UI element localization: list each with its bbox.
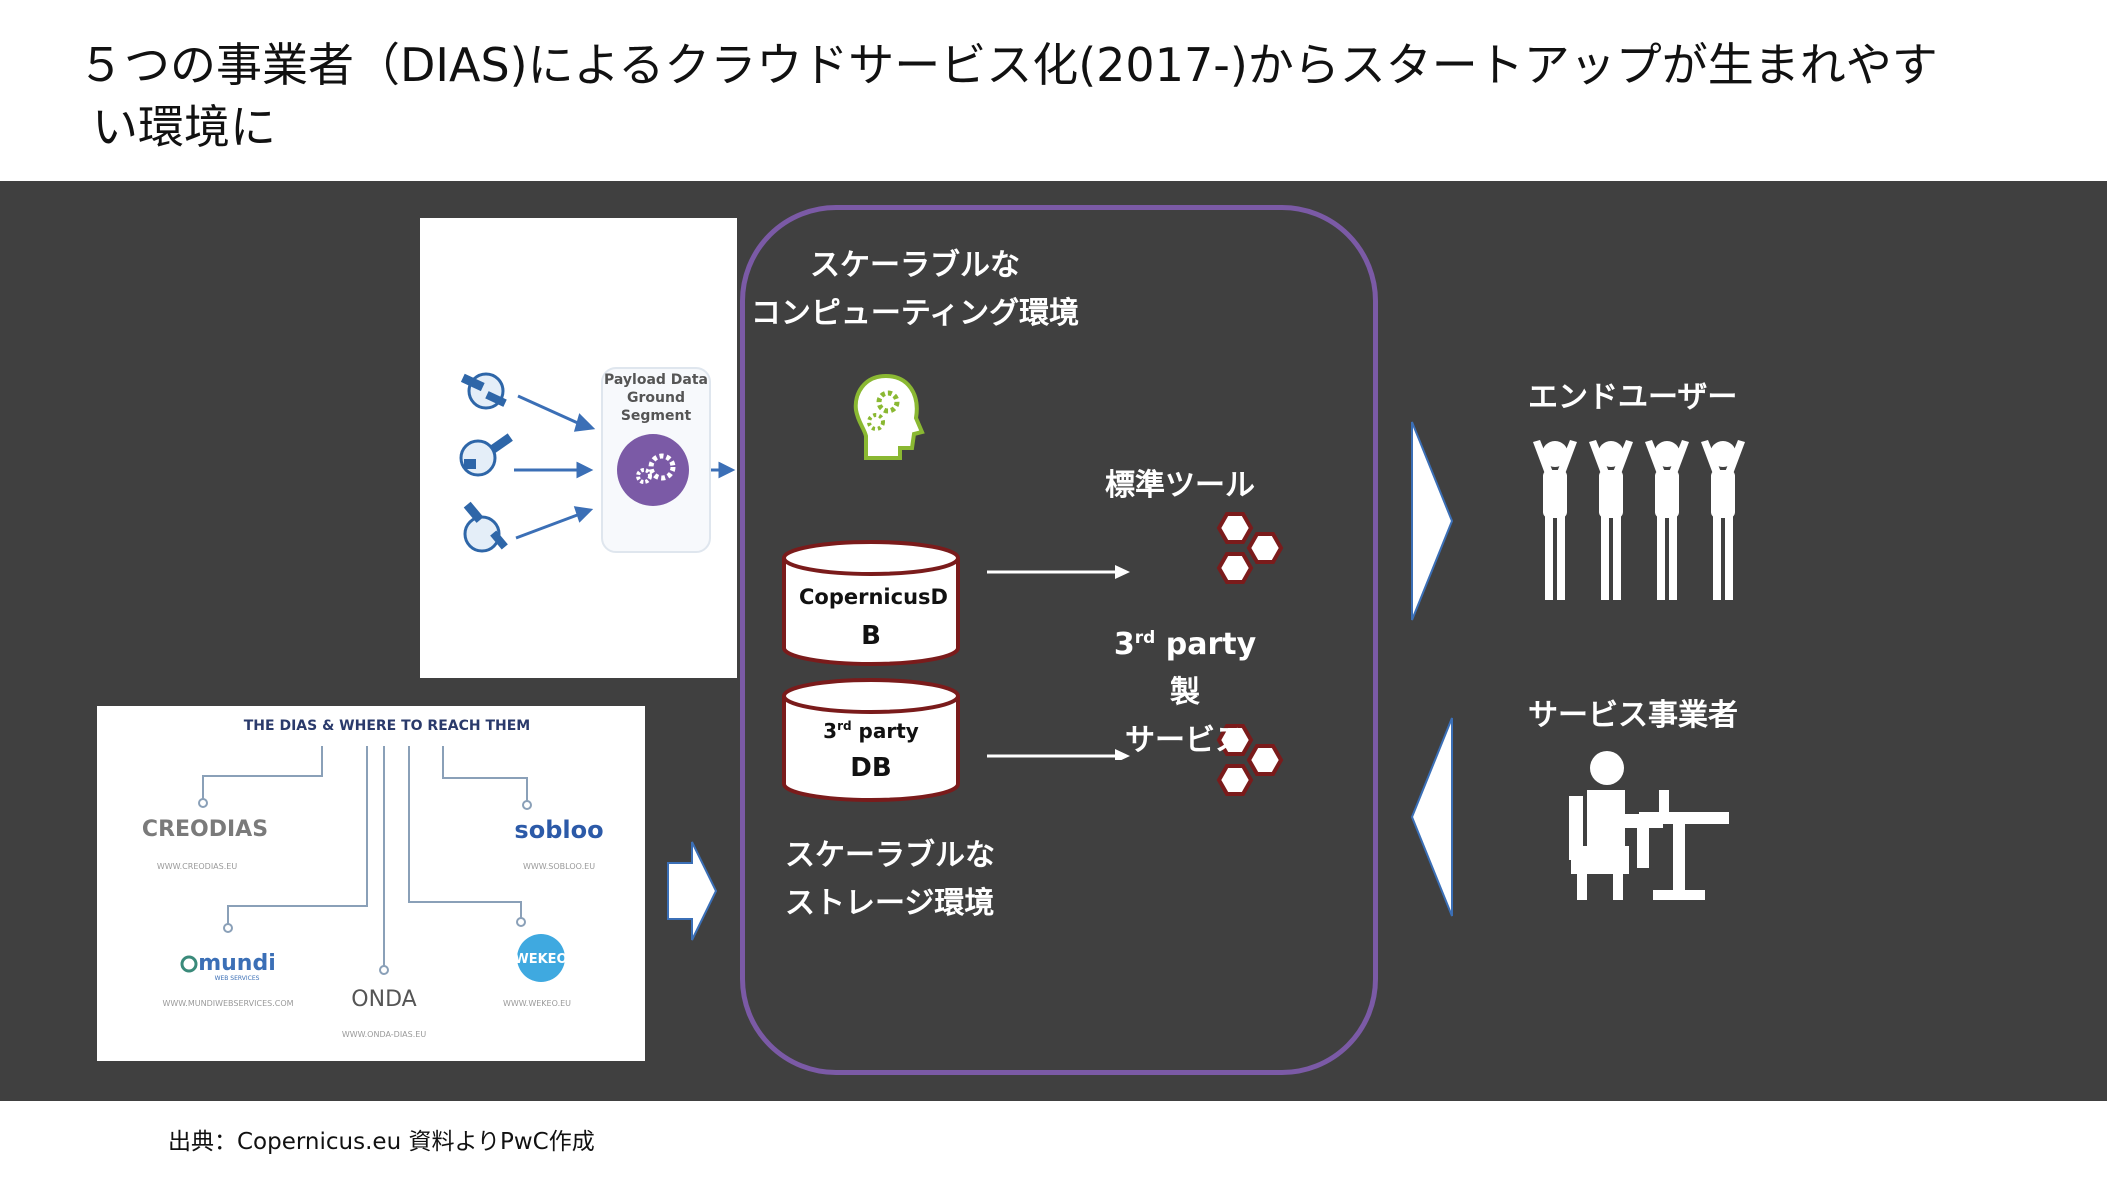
- people-group-icon: [1533, 440, 1745, 600]
- copernicus-db-label-2: B: [861, 621, 881, 651]
- mundi-logo-mark: [180, 955, 198, 973]
- hexagon-cluster-icon: [1216, 724, 1284, 796]
- onda-logo: ONDA: [351, 987, 416, 1012]
- db-arrows: [987, 565, 1130, 760]
- wekeo-url: WWW.WEKEO.EU: [503, 999, 571, 1008]
- wekeo-logo: WEKEO: [514, 952, 567, 967]
- third-party-service-line-2: サービス: [1125, 723, 1245, 758]
- gears-icon: [617, 434, 689, 506]
- third-party-db-cylinder: 3rd party DB: [782, 678, 960, 802]
- sobloo-logo: sobloo: [514, 816, 603, 844]
- title-line-1: ５つの事業者（DIAS)によるクラウドサービス化(2017-)からスタートアップ…: [78, 38, 1938, 92]
- mundi-url: WWW.MUNDIWEBSERVICES.COM: [162, 999, 293, 1008]
- dias-connector-dots: [198, 798, 532, 975]
- compute-environment-label: スケーラブルな コンピューティング環境: [745, 242, 1085, 338]
- source-citation: 出典：Copernicus.eu 資料よりPwC作成: [168, 1129, 595, 1155]
- mundi-logo-sub: WEB SERVICES: [215, 975, 260, 982]
- satellite-icon: [459, 433, 513, 477]
- ground-segment-label-2: Ground: [627, 390, 685, 406]
- ground-segment-diagram: Payload Data Ground Segment: [459, 367, 736, 553]
- satellite-icon: [460, 372, 507, 410]
- right-arrow-icon: [987, 749, 1130, 760]
- compute-label-line-2: コンピューティング環境: [750, 296, 1080, 331]
- brain-gears-icon: [853, 373, 925, 460]
- third-party-db-label-1: 3rd party: [823, 719, 919, 743]
- copernicus-db-label-1: CopernicusD: [799, 585, 948, 609]
- dias-card: THE DIAS & WHERE TO REACH THEM CREODIAS …: [97, 706, 645, 1061]
- mundi-logo: mundi: [198, 951, 276, 976]
- right-arrow-icon: [667, 841, 718, 941]
- wekeo-logo-disc: [517, 934, 565, 982]
- storage-label-line-1: スケーラブルな: [785, 838, 995, 873]
- creodias-url: WWW.CREODIAS.EU: [157, 862, 238, 871]
- ground-segment-label-1: Payload Data: [604, 372, 708, 388]
- third-party-db-label-2: DB: [850, 753, 891, 783]
- standard-tools-label: 標準ツール: [1105, 468, 1255, 503]
- storage-label-line-2: ストレージ環境: [785, 886, 995, 921]
- chevron-right-icon: [1411, 421, 1454, 621]
- onda-url: WWW.ONDA-DIAS.EU: [342, 1030, 427, 1039]
- hexagon-cluster-icon: [1216, 512, 1284, 584]
- right-arrow-icon: [987, 565, 1130, 579]
- satellite-icon: [463, 501, 508, 553]
- third-party-service-label: 3rd party製 サービス: [1105, 614, 1265, 765]
- creodias-logo: CREODIAS: [142, 817, 268, 842]
- sobloo-url: WWW.SOBLOO.EU: [523, 862, 595, 871]
- compute-label-line-1: スケーラブルな: [810, 248, 1020, 283]
- person-at-desk-icon: [1569, 751, 1729, 900]
- dias-connector-lines: [202, 746, 528, 968]
- ground-segment-card: Payload Data Ground Segment: [420, 218, 737, 678]
- third-party-service-line-1: 3rd party製: [1113, 627, 1257, 710]
- service-providers-label: サービス事業者: [1528, 698, 1738, 733]
- title-line-2: い環境に: [92, 100, 276, 154]
- cloud-environment-box: [740, 205, 1378, 1075]
- slide-title: ５つの事業者（DIAS)によるクラウドサービス化(2017-)からスタートアップ…: [78, 34, 2058, 158]
- copernicus-db-cylinder: CopernicusD B: [782, 540, 960, 666]
- chevron-left-icon: [1410, 717, 1453, 917]
- dias-heading: THE DIAS & WHERE TO REACH THEM: [244, 718, 530, 734]
- end-users-label: エンドユーザー: [1528, 380, 1738, 415]
- ground-segment-label-3: Segment: [621, 408, 692, 424]
- dias-diagram: THE DIAS & WHERE TO REACH THEM CREODIAS …: [142, 718, 604, 1039]
- storage-environment-label: スケーラブルな ストレージ環境: [785, 832, 995, 928]
